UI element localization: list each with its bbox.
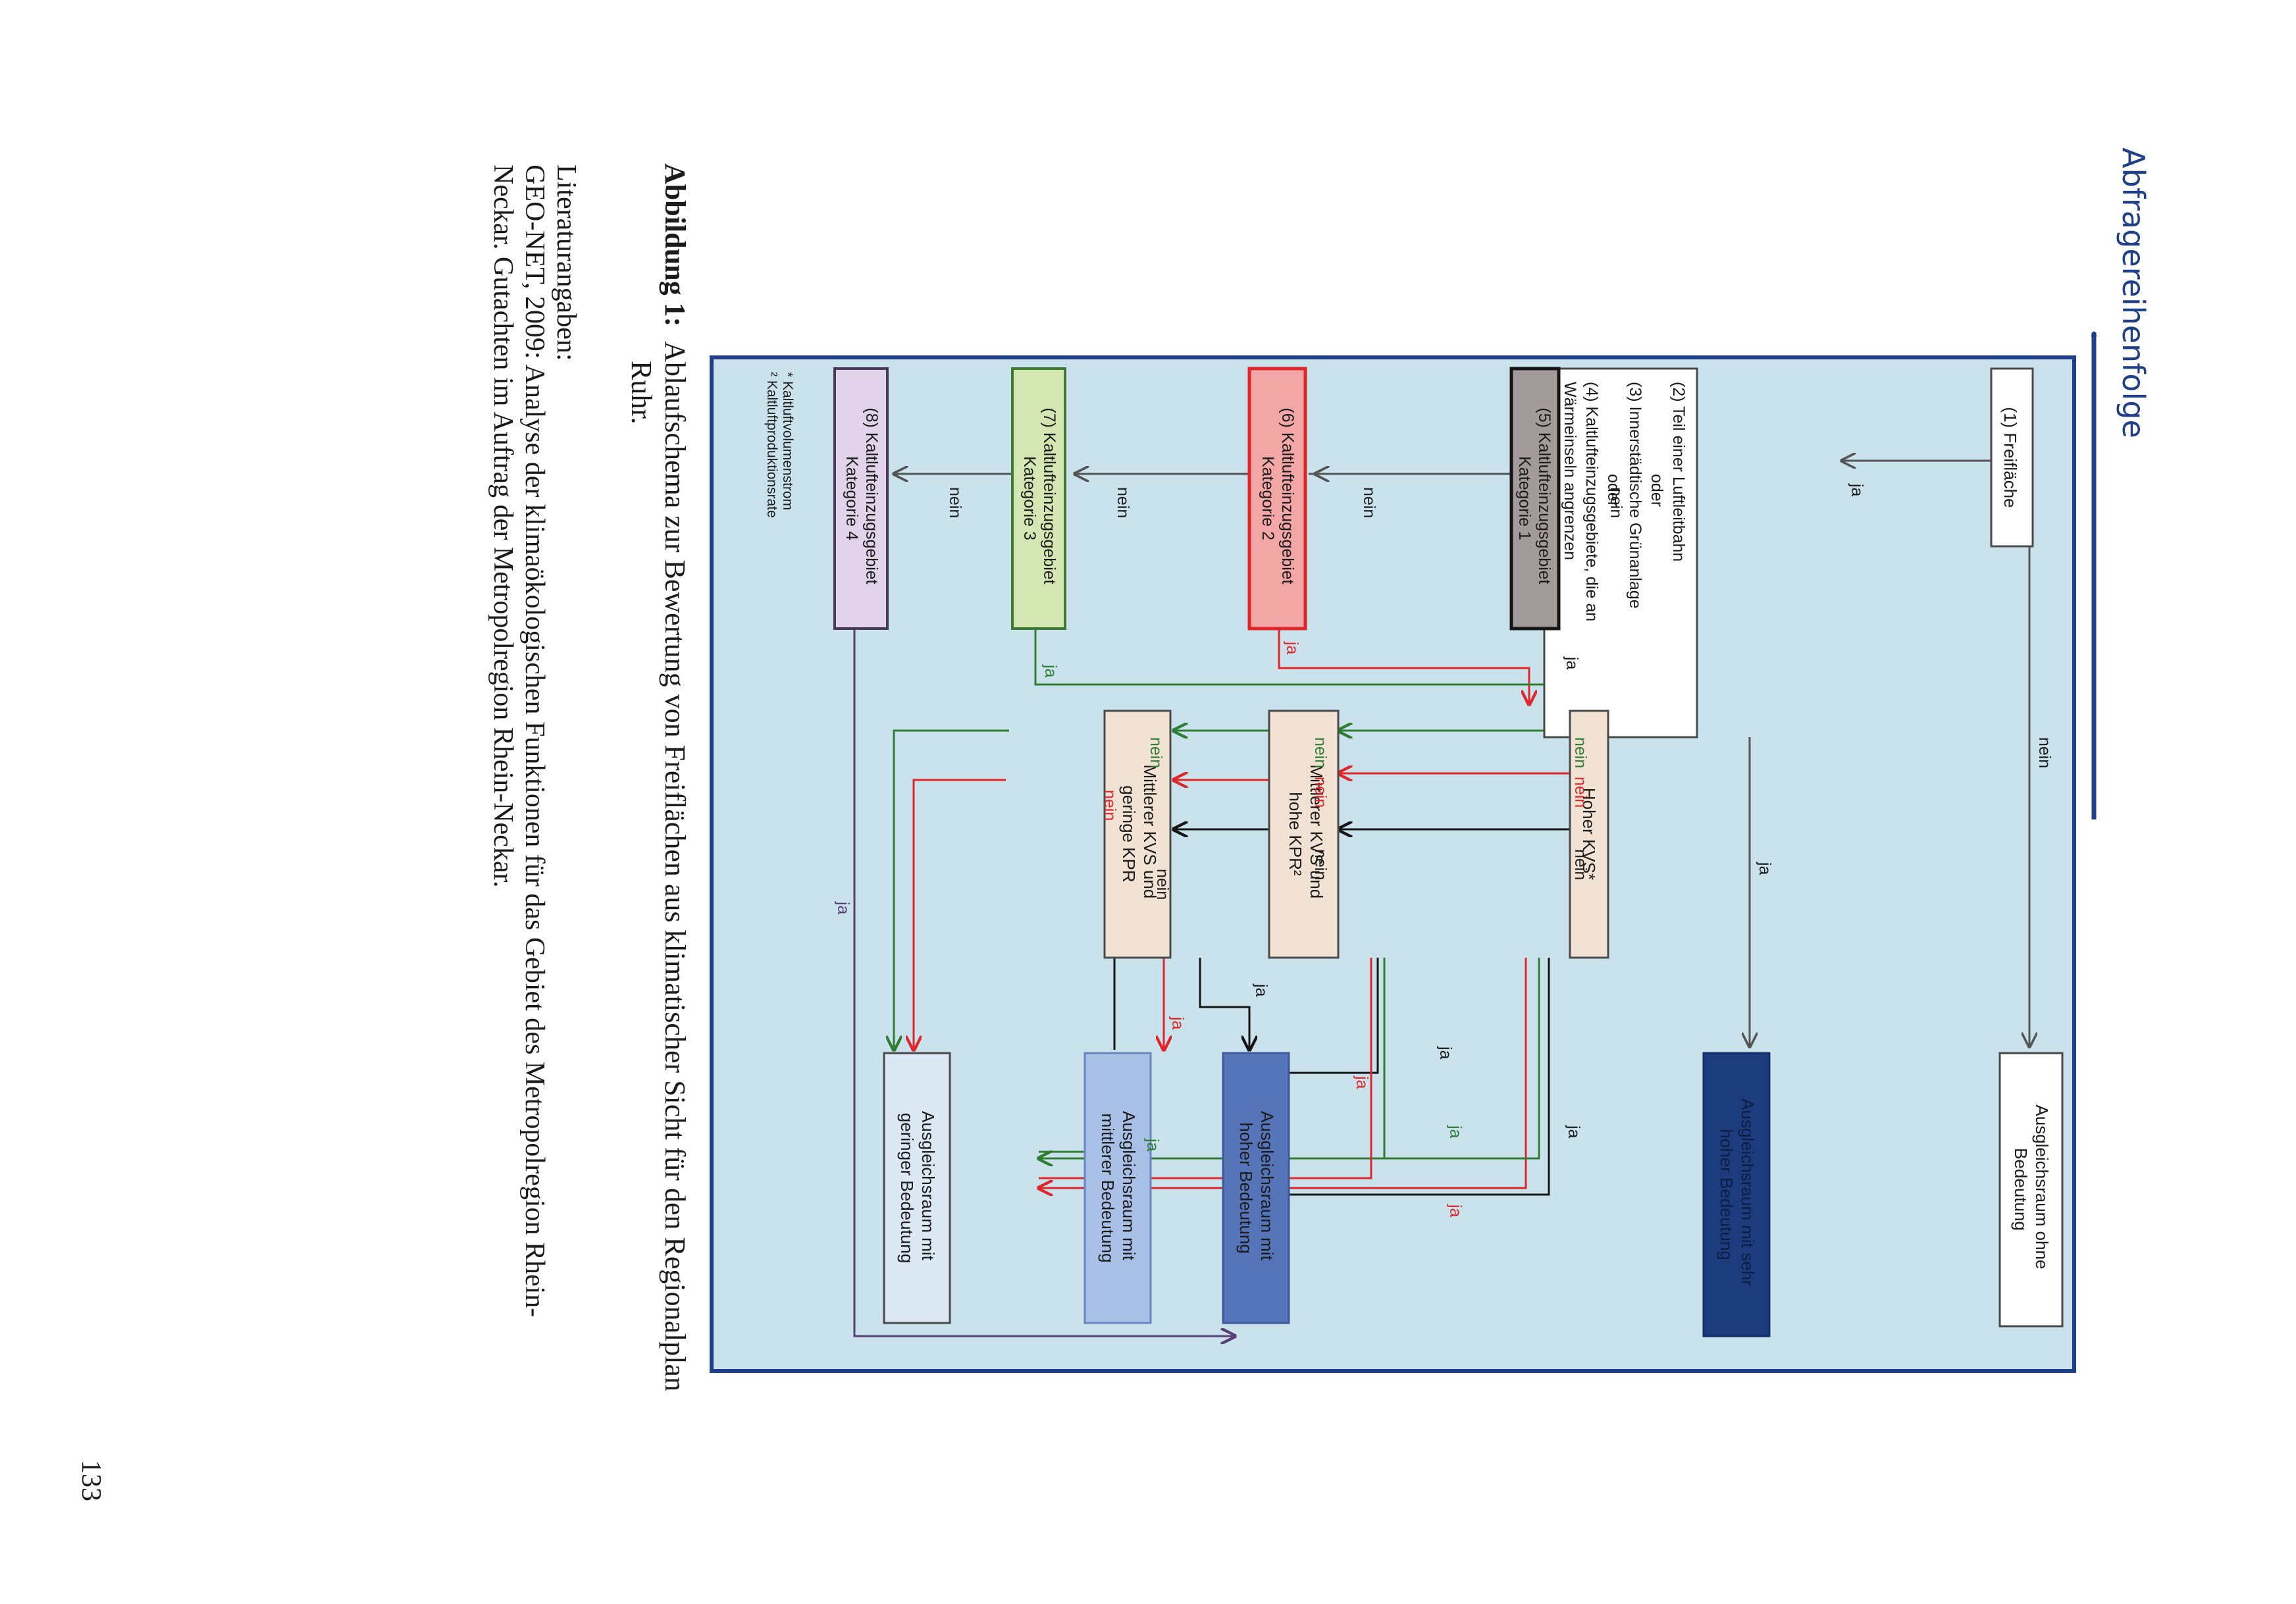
result-ausgleichsraum-ohne-bedeutung: Ausgleichsraum ohne Bedeutung (1998, 1052, 2064, 1328)
label-nein-kat2: nein (1114, 487, 1132, 518)
svg-text:Ausgleichsraum mit hoh: Ausgleichsraum mit hoher Bedeutung (1236, 1111, 1277, 1265)
result-hoch-line-2: hoher Bedeutung (1236, 1122, 1256, 1254)
connector-yes-hoher-kvs-red-to-result-hoch (1039, 958, 1527, 1188)
criteria-line-6: Wärmeinseln angrenzen (1561, 382, 1579, 560)
connector-no-mittel-geringe-green (894, 729, 1009, 1050)
criteria-line-5: (4) Kaltlufteinzugsgebiete, die an (1582, 382, 1601, 621)
label-nein-kat3: nein (946, 487, 964, 518)
kat4-line-1: (8) Kaltlufteinzugsgebiet (862, 407, 881, 584)
label-ja-hoher-red: ja (1446, 1204, 1465, 1218)
label-ja-mittel-geringe-red: ja (1168, 1016, 1187, 1030)
criteria-line-1: (2) Teil einer Luftleitbahn (1669, 382, 1688, 561)
mittel-hohe-line-2: hohe KPR² (1286, 792, 1305, 876)
kat2-line-2: Kategorie 2 (1259, 456, 1277, 540)
label-ja-kat2: ja (1283, 641, 1301, 655)
svg-text:(8) Kaltlufteinzugsgebiet: (8) Kaltlufteinzugsgebiet Kategorie 4 (843, 407, 881, 588)
connector-no-mittel-geringe-red (914, 779, 1006, 1050)
box-kaltlufteinzugsgebiet-kat4: (8) Kaltlufteinzugsgebiet Kategorie 4 (833, 367, 889, 630)
result-sehr-hoch-line-1: Ausgleichsraum mit sehr (1738, 1099, 1758, 1286)
criteria-line-3: (3) Innerstädtische Grünanlage (1626, 382, 1644, 609)
footnote-kpr: ² Kaltluftproduktionsrate (764, 372, 779, 518)
label-nein-hoher-red: nein (1571, 777, 1590, 808)
result-hoch-line-1: Ausgleichsraum mit (1257, 1111, 1277, 1261)
result-mittel-line-2: mittlerer Bedeutung (1098, 1114, 1118, 1263)
box-mittlerer-kvs-geringe-kpr: Mittlerer KVS und geringe KPR (1103, 710, 1172, 959)
result-ausgleichsraum-mittlerer-bedeutung: Ausgleichsraum mit mittlerer Bedeutung (1083, 1052, 1152, 1324)
footnote-kvs: * Kaltluftvolumenstrom (780, 372, 795, 510)
svg-text:Mittlerer KVS und geri: Mittlerer KVS und geringe KPR (1119, 765, 1160, 904)
result-ohne-line-2: Bedeutung (2011, 1148, 2031, 1231)
kat1-line-2: Kategorie 1 (1515, 456, 1534, 540)
result-gering-line-2: geringer Bedeutung (897, 1113, 917, 1263)
label-ja-mittel-hohe-black: ja (1436, 1046, 1455, 1060)
label-nein-mittel-geringe-red: nein (1101, 790, 1119, 821)
label-nein-mittel-geringe-black: nein (1153, 869, 1172, 900)
label-nein-kat1: nein (1360, 487, 1378, 518)
result-mittel-line-1: Ausgleichsraum mit (1119, 1111, 1139, 1261)
svg-text:(2) Teil einer Luftleitbahn: (2) Teil einer Luftleitbahn oder (3) Inn… (1561, 382, 1688, 626)
label-ja-hoch-to-mittel: ja (1143, 1138, 1162, 1152)
connector-yes-kat4-to-result-sehr-hoch (853, 629, 1235, 1336)
label-ja-kat4: ja (834, 901, 852, 915)
criteria-line-2: oder (1648, 474, 1666, 507)
svg-text:(5) Kaltlufteinzugsgebiet: (5) Kaltlufteinzugsgebiet Kategorie 1 (1515, 407, 1553, 588)
label-ja-kat3: ja (1041, 664, 1060, 678)
result-ausgleichsraum-sehr-hoher-bedeutung: Ausgleichsraum mit sehr hoher Bedeutung (1702, 1052, 1771, 1337)
criteria-line-4: oder (1604, 474, 1623, 507)
box-kaltlufteinzugsgebiet-kat1: (5) Kaltlufteinzugsgebiet Kategorie 1 (1509, 367, 1561, 631)
connector-yes-kat2-to-hoher-kvs (1278, 629, 1529, 704)
mittel-hohe-line-1: Mittlerer KVS und (1307, 765, 1326, 899)
svg-text:Mittlerer KVS und hohe: Mittlerer KVS und hohe KPR² (1286, 765, 1326, 904)
kat4-line-2: Kategorie 4 (843, 456, 861, 540)
label-nein-mittel-hohe-black: nein (1311, 849, 1330, 880)
svg-text:(7) Kaltlufteinzugsgebiet: (7) Kaltlufteinzugsgebiet Kategorie 3 (1020, 407, 1058, 588)
label-ja-hoher-black-upper: ja (1565, 1125, 1583, 1139)
kat1-line-1: (5) Kaltlufteinzugsgebiet (1535, 407, 1553, 584)
connector-yes-hoher-kvs-green-to-result-hoch (1039, 958, 1540, 1158)
result-ausgleichsraum-geringer-bedeutung: Ausgleichsraum mit geringer Bedeutung (883, 1052, 951, 1324)
hoher-kvs-text: Hoher KVS* (1579, 788, 1599, 880)
box-freiflaeche-text: (1) Freifläche (2000, 407, 2020, 507)
label-nein-mittel-hohe-green: nein (1311, 737, 1330, 768)
label-ja-hoher-green: ja (1446, 1125, 1465, 1139)
svg-text:Ausgleichsraum mit sehr: Ausgleichsraum mit sehr hoher Bedeutung (1717, 1099, 1758, 1291)
result-ausgleichsraum-hoher-bedeutung: Ausgleichsraum mit hoher Bedeutung (1222, 1052, 1290, 1324)
connector-yes-mittel-geringe-black (1199, 958, 1249, 1050)
box-criteria-2-4: (2) Teil einer Luftleitbahn oder (3) Inn… (1543, 367, 1698, 738)
svg-text:(6) Kaltlufteinzugsgebiet: (6) Kaltlufteinzugsgebiet Kategorie 2 (1259, 407, 1297, 588)
label-nein-hoher-black: nein (1571, 849, 1590, 880)
label-nein-hoher-green: nein (1571, 737, 1590, 768)
connector-yes-hoher-kvs-to-result-sehr-hoch (1249, 958, 1550, 1195)
label-ja-1: ja (1848, 483, 1866, 497)
label-nein-mittel-hohe-red: nein (1311, 777, 1330, 808)
result-ohne-line-1: Ausgleichsraum ohne (2032, 1104, 2052, 1269)
label-ja-kat1: ja (1563, 656, 1581, 670)
box-freiflaeche: (1) Freifläche (1990, 367, 2034, 548)
svg-text:Ausgleichsraum ohne Be: Ausgleichsraum ohne Bedeutung (2011, 1104, 2052, 1274)
label-nein-2: nein (1607, 487, 1625, 518)
svg-text:Ausgleichsraum mit mit: Ausgleichsraum mit mittlerer Bedeutung (1098, 1111, 1139, 1265)
box-mittlerer-kvs-hohe-kpr: Mittlerer KVS und hohe KPR² (1268, 710, 1340, 959)
mittel-geringe-line-2: geringe KPR (1119, 785, 1139, 882)
kat3-line-2: Kategorie 3 (1020, 456, 1039, 540)
label-nein-mittel-geringe-green: nein (1147, 737, 1165, 768)
sequence-label: Abfragereihenfolge (2116, 147, 2151, 438)
result-sehr-hoch-line-2: hoher Bedeutung (1717, 1129, 1736, 1260)
label-ja-2: ja (1756, 862, 1774, 875)
kat2-line-1: (6) Kaltlufteinzugsgebiet (1278, 407, 1297, 584)
result-gering-line-1: Ausgleichsraum mit (918, 1111, 938, 1261)
box-kaltlufteinzugsgebiet-kat2: (6) Kaltlufteinzugsgebiet Kategorie 2 (1247, 367, 1307, 631)
label-ja-mittel-geringe-black: ja (1252, 983, 1270, 997)
label-ja-mittel-hohe-red: ja (1353, 1075, 1371, 1089)
svg-text:Ausgleichsraum mit ger: Ausgleichsraum mit geringer Bedeutung (897, 1111, 938, 1265)
box-hoher-kvs: Hoher KVS* (1569, 710, 1609, 959)
box-kaltlufteinzugsgebiet-kat3: (7) Kaltlufteinzugsgebiet Kategorie 3 (1011, 367, 1066, 630)
label-nein-1: nein (2035, 737, 2054, 768)
kat3-line-1: (7) Kaltlufteinzugsgebiet (1040, 407, 1058, 584)
mittel-geringe-line-1: Mittlerer KVS und (1140, 765, 1160, 899)
